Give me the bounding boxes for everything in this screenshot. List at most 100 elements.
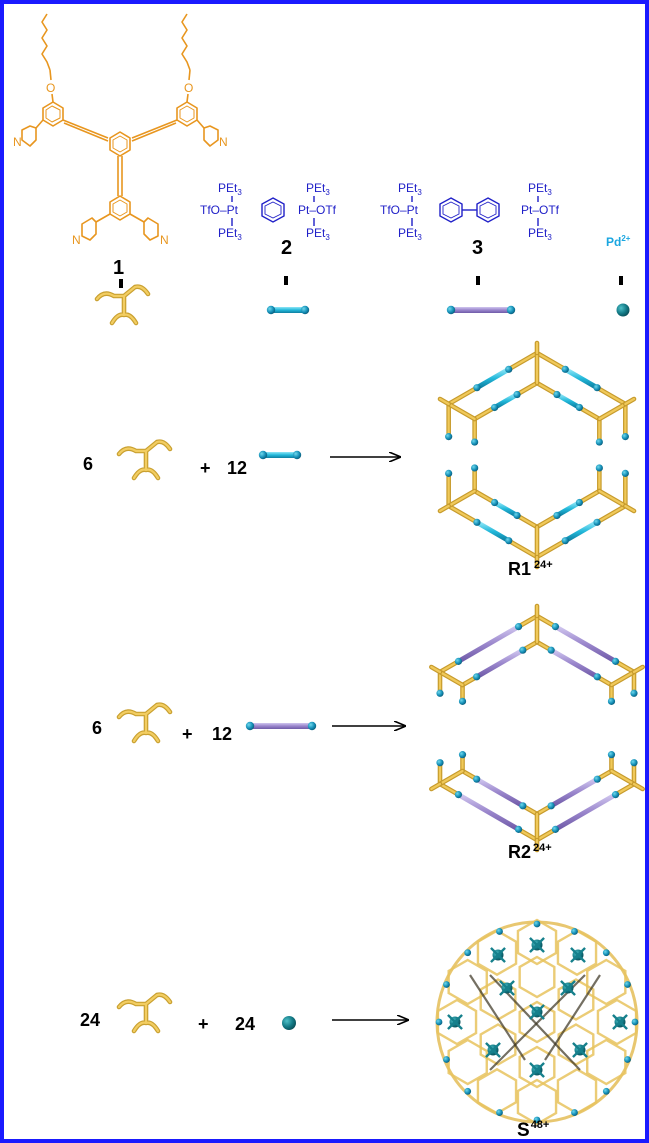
- ring-linker-outer-end: [630, 689, 638, 697]
- ring-linker-outer-end: [593, 518, 601, 526]
- sphere-rim-node: [533, 920, 541, 928]
- ring-linker-inner-end: [607, 697, 616, 705]
- ring-linker-inner: [474, 647, 526, 680]
- sphere-rim-node: [624, 1056, 631, 1063]
- ring-linker-inner-end: [593, 673, 601, 681]
- sphere-hex-cell: [518, 955, 556, 999]
- ring-strut-highlight: [598, 489, 627, 508]
- ligand-oxygen-right: O: [184, 81, 193, 95]
- sphere-back-strut: [544, 974, 601, 1061]
- ring-strut-highlight: [473, 406, 496, 421]
- ring-linker-inner-end: [553, 511, 561, 520]
- sphere-pd-bond: [612, 1014, 621, 1023]
- sphere-hex-cell: [518, 1045, 556, 1089]
- equivalence-marker-pd: [619, 276, 623, 285]
- ring-strut-highlight: [507, 539, 539, 559]
- ring-strut-highlight: [438, 504, 450, 513]
- sphere-pd-bond: [536, 1011, 545, 1020]
- sphere-pd-bond: [572, 1042, 581, 1051]
- reaction-2-linker-icon: [245, 721, 317, 731]
- svg-text:PEt3: PEt3: [306, 181, 330, 197]
- sphere-pd-bond: [529, 1011, 538, 1020]
- complex-2-structure: PEt3 PEt3 TfO–Pt Pt–OTf PEt3 PEt3: [200, 181, 337, 242]
- sphere-hex-cell: [596, 998, 638, 1046]
- sphere-pd-bond: [570, 954, 579, 963]
- ring-linker-outer-end: [473, 384, 481, 392]
- ring-linker-inner-end: [595, 438, 603, 446]
- sphere-pd-bond: [497, 947, 506, 956]
- ring-strut-highlight: [430, 665, 442, 674]
- sphere-pd-bond: [490, 947, 499, 956]
- pd-ion-label: Pd2+: [606, 234, 631, 249]
- product-s-label: S48+: [517, 1119, 549, 1141]
- ring-r2-model: [429, 603, 645, 853]
- ring-strut-highlight: [515, 514, 539, 529]
- equivalence-marker-3: [476, 276, 480, 285]
- ring-linker-outer: [474, 519, 512, 544]
- reaction-2-linker-coefficient: 12: [212, 724, 232, 744]
- sphere-rim-node: [464, 1087, 472, 1095]
- sphere-pd-bond: [612, 1021, 621, 1030]
- reaction-1-linker-icon: [258, 450, 302, 460]
- sphere-pd-bond: [560, 980, 569, 989]
- sphere-pd-bond: [529, 1004, 538, 1013]
- sphere-pd-bond: [529, 1062, 538, 1071]
- sphere-rim-node: [602, 949, 610, 957]
- ring-linker-inner: [492, 500, 520, 518]
- sphere-pd-bond: [492, 1049, 501, 1058]
- sphere-rim-node: [443, 981, 450, 988]
- ring-linker-outer-end: [561, 365, 569, 373]
- compound-number-2: 2: [281, 237, 292, 259]
- equivalence-marker-1: [119, 279, 123, 288]
- ring-strut-highlight: [447, 504, 479, 524]
- sphere-pd-bond: [567, 987, 576, 996]
- sphere-s-model: [435, 918, 639, 1126]
- ring-strut-highlight: [438, 397, 450, 406]
- sphere-rim-node: [464, 949, 472, 957]
- ring-linker-inner: [492, 392, 520, 410]
- ring-linker-outer: [455, 624, 522, 664]
- complex-3-structure: PEt3 PEt3 TfO–Pt Pt–OTf PEt3 PEt3: [380, 181, 560, 242]
- ring-linker-outer-end: [551, 623, 560, 631]
- ring-linker-outer-end: [561, 537, 569, 545]
- sphere-pd-bond: [570, 947, 579, 956]
- purple-linker-icon-legend: [446, 305, 516, 315]
- sphere-pd-bond: [454, 1021, 463, 1030]
- ring-linker-inner-end: [547, 802, 555, 810]
- ring-linker-inner-end: [513, 511, 521, 520]
- ring-linker-inner: [474, 776, 526, 809]
- ring-strut-highlight: [610, 670, 636, 687]
- sphere-pd-bond: [572, 1049, 581, 1058]
- ring-strut-highlight: [624, 504, 636, 513]
- ring-linker-outer-end: [630, 759, 638, 767]
- reaction-2-strut-icon: [119, 705, 170, 741]
- sphere-pd-bond: [485, 1049, 494, 1058]
- reaction-1-ligand-coefficient: 6: [83, 454, 93, 474]
- sphere-hex-cell: [556, 1067, 598, 1115]
- sphere-pd-bond: [536, 1062, 545, 1071]
- ring-linker-outer-end: [611, 791, 620, 799]
- sphere-hex-cell: [586, 958, 627, 1006]
- sphere-rim-node: [624, 981, 631, 988]
- sphere-back-strut: [469, 974, 526, 1061]
- ring-linker-inner-end: [575, 403, 584, 412]
- sphere-pd-bond: [529, 1069, 538, 1078]
- ring-strut-highlight: [473, 489, 496, 504]
- reaction-2-ligand-coefficient: 6: [92, 718, 102, 738]
- ring-strut-highlight: [595, 504, 627, 524]
- ring-linker-outer-end: [551, 825, 560, 833]
- ring-linker-inner-end: [513, 390, 521, 399]
- sphere-hex-cell: [586, 1038, 627, 1086]
- sphere-pd-bond: [506, 980, 515, 989]
- ring-linker-outer-end: [445, 469, 453, 477]
- ring-strut-highlight: [598, 402, 627, 421]
- ring-linker-outer-end: [505, 537, 513, 545]
- sphere-hex-cell: [518, 1000, 556, 1044]
- ring-linker-outer-end: [454, 657, 463, 665]
- svg-text:PEt3: PEt3: [528, 226, 552, 242]
- reaction-1-linker-coefficient: 12: [227, 458, 247, 478]
- ring-linker-inner-end: [471, 464, 479, 472]
- ring-linker-outer-end: [454, 791, 463, 799]
- ring-strut-highlight: [578, 406, 601, 421]
